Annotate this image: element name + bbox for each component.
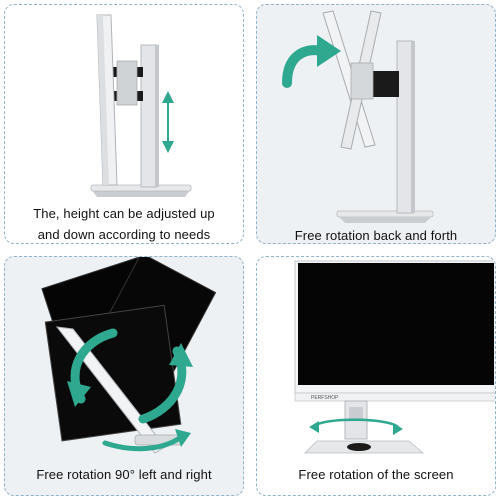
caption-height: The, height can be adjusted up and down … <box>5 203 243 243</box>
feature-panel-pivot: Free rotation 90° left and right <box>4 256 244 496</box>
caption-tilt: Free rotation back and forth <box>257 225 495 243</box>
brand-logo: PERFSHOP <box>311 395 339 401</box>
caption-line: Free rotation of the screen <box>298 467 454 482</box>
caption-swivel: Free rotation of the screen <box>257 464 495 485</box>
feature-panel-tilt: Free rotation back and forth <box>256 4 496 244</box>
caption-pivot: Free rotation 90° left and right <box>5 464 243 485</box>
curved-arrow-icon <box>282 35 341 88</box>
monitor-front-image: PERFSHOP <box>294 260 495 454</box>
caption-line: The, height can be adjusted up <box>33 206 215 221</box>
swivel-arrow-icon <box>309 418 403 435</box>
feature-panel-swivel: PERFSHOP Free rotation of the screen <box>256 256 496 496</box>
caption-line: Free rotation 90° left and right <box>36 467 212 482</box>
feature-panel-height: The, height can be adjusted up and down … <box>4 4 244 244</box>
up-down-arrow-icon <box>162 91 174 153</box>
monitor-side-height-image <box>90 14 192 197</box>
monitor-pivot-image <box>41 257 217 454</box>
rotate-arrows-icon <box>67 328 193 452</box>
caption-line: Free rotation back and forth <box>294 228 458 243</box>
caption-line: and down according to needs <box>37 227 211 242</box>
monitor-side-tilt-image <box>282 10 434 223</box>
